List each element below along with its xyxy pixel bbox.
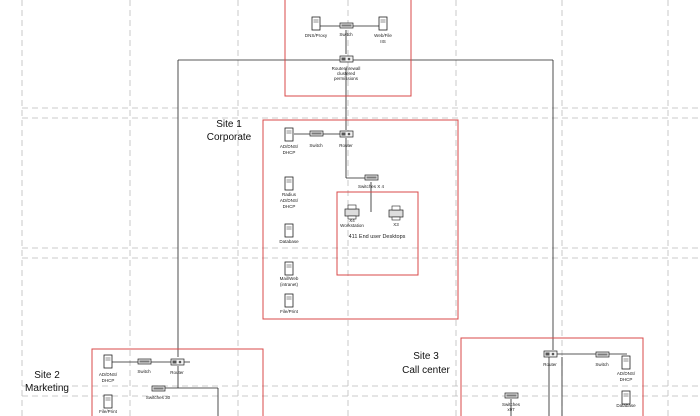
site2-ad-label-2: DHCP (102, 378, 115, 383)
site3-ad-label-2: DHCP (620, 377, 633, 382)
site3-switch-icon (595, 351, 610, 358)
web-file-label-2: IIS (380, 39, 386, 44)
site2-router-label: Router (170, 370, 184, 375)
site1-mail-label-2: (intranet) (280, 282, 299, 287)
site2-switches-icon (151, 385, 166, 392)
top-router-label-3: permissions (334, 76, 359, 81)
site1-switches-label: Switches X 4 (358, 184, 385, 189)
top-switch-label: Switch (339, 32, 353, 37)
site2-switch-label: Switch (137, 369, 151, 374)
site-boxes (91, 0, 644, 416)
site1-mail-label: Mail/Web (280, 276, 299, 281)
site1-radius-label-2: AD/DNS/ (280, 198, 299, 203)
site1-radius-server-icon (284, 176, 294, 191)
site1-router-icon (339, 130, 354, 138)
site1-box (262, 119, 459, 320)
site2-title: Site 2 (34, 370, 60, 381)
desktop-printer-icon (388, 205, 404, 221)
site2-switch-icon (137, 358, 152, 365)
workstation-printer-icon (344, 204, 360, 220)
site1-radius-label-3: DHCP (283, 204, 296, 209)
site2-file-print-server-icon (103, 394, 113, 409)
site3-switch-label: Switch (595, 362, 609, 367)
site2-subtitle: Marketing (25, 383, 69, 394)
site1-radius-label: Radius (282, 192, 297, 197)
site1-title: Site 1 (216, 119, 242, 130)
site3: Site 3 Call center Router Switch AD/DNS/… (402, 350, 636, 412)
site3-ad-label: AD/DNS/ (617, 371, 636, 376)
site1: Site 1 Corporate AD/DNS/ DHCP Switch Rou… (207, 119, 406, 314)
dns-proxy-server-icon (311, 16, 321, 31)
site3-router-label: Router (543, 362, 557, 367)
web-file-server-icon (378, 16, 388, 31)
top-datacenter-box (284, 0, 412, 97)
top-router-label-2: clustered (337, 71, 356, 76)
top-router-label: Router/firewall (332, 66, 361, 71)
site1-ad-label-2: DHCP (283, 150, 296, 155)
site1-switches-icon (364, 174, 379, 181)
site1-database-label: Database (279, 239, 299, 244)
top-switch-icon (339, 22, 354, 29)
workstation-x4-label: X4 (349, 218, 355, 223)
site3-router-icon (543, 350, 558, 358)
site3-switches-label: Switches (502, 402, 521, 407)
connectors (112, 25, 627, 416)
workstation-label: Workstation (340, 223, 364, 228)
site2-switches-label: Switches 30 (146, 395, 171, 400)
site2-ad-label: AD/DNS/ (99, 372, 118, 377)
site2-box (91, 348, 264, 416)
site1-router-label: Router (339, 143, 353, 148)
site3-ad-server-icon (621, 355, 631, 370)
site1-file-print-server-icon (284, 293, 294, 308)
site3-database-label: Database (616, 403, 636, 408)
site3-switches-icon (504, 392, 519, 399)
web-file-label: Web/File (374, 33, 392, 38)
site2-ad-server-icon (103, 354, 113, 369)
site1-ad-server-icon (284, 127, 294, 142)
site2-router-icon (170, 358, 185, 366)
site2-file-print-label: File/Print (99, 409, 118, 414)
site1-database-server-icon (284, 223, 294, 238)
top-router-icon (339, 55, 354, 63)
desktops-label: 411 End user Desktops (349, 234, 406, 240)
site1-subtitle: Corporate (207, 132, 252, 143)
site2: Site 2 Marketing AD/DNS/ DHCP Switch Rou… (25, 354, 185, 414)
dns-proxy-label: DNS/Proxy (305, 33, 328, 38)
site1-mail-server-icon (284, 261, 294, 276)
site1-switch-icon (309, 130, 324, 137)
site1-file-print-label: File/Print (280, 309, 299, 314)
desktops-box (336, 191, 419, 276)
top-datacenter: DNS/Proxy Switch Web/File IIS Router/fir… (305, 16, 392, 81)
site3-switches-label-2: x97 (507, 407, 515, 412)
site1-ad-label: AD/DNS/ (280, 144, 299, 149)
site3-title: Site 3 (413, 351, 439, 362)
desktop-x3-label: X3 (393, 222, 399, 227)
page-break-guides (21, 0, 700, 416)
site3-subtitle: Call center (402, 365, 450, 376)
site1-switch-label: Switch (309, 143, 323, 148)
site3-box (460, 337, 644, 416)
